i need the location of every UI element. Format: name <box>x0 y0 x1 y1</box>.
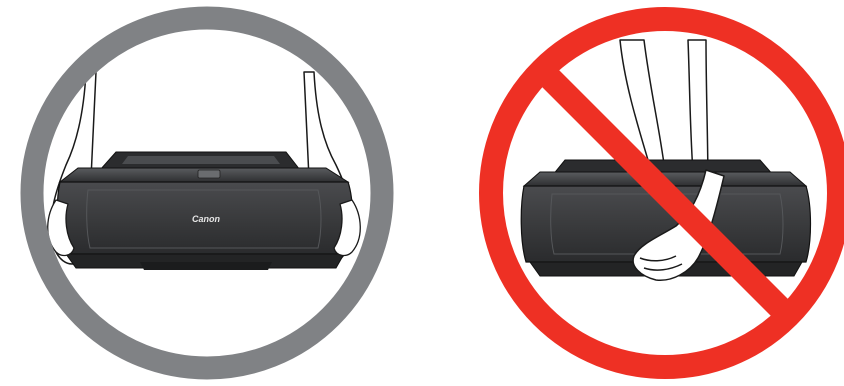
incorrect-panel <box>491 19 839 367</box>
power-button-icon <box>198 170 220 178</box>
correct-panel: Canon <box>32 18 382 368</box>
brand-logo: Canon <box>192 214 221 224</box>
printer: Canon <box>57 152 352 270</box>
